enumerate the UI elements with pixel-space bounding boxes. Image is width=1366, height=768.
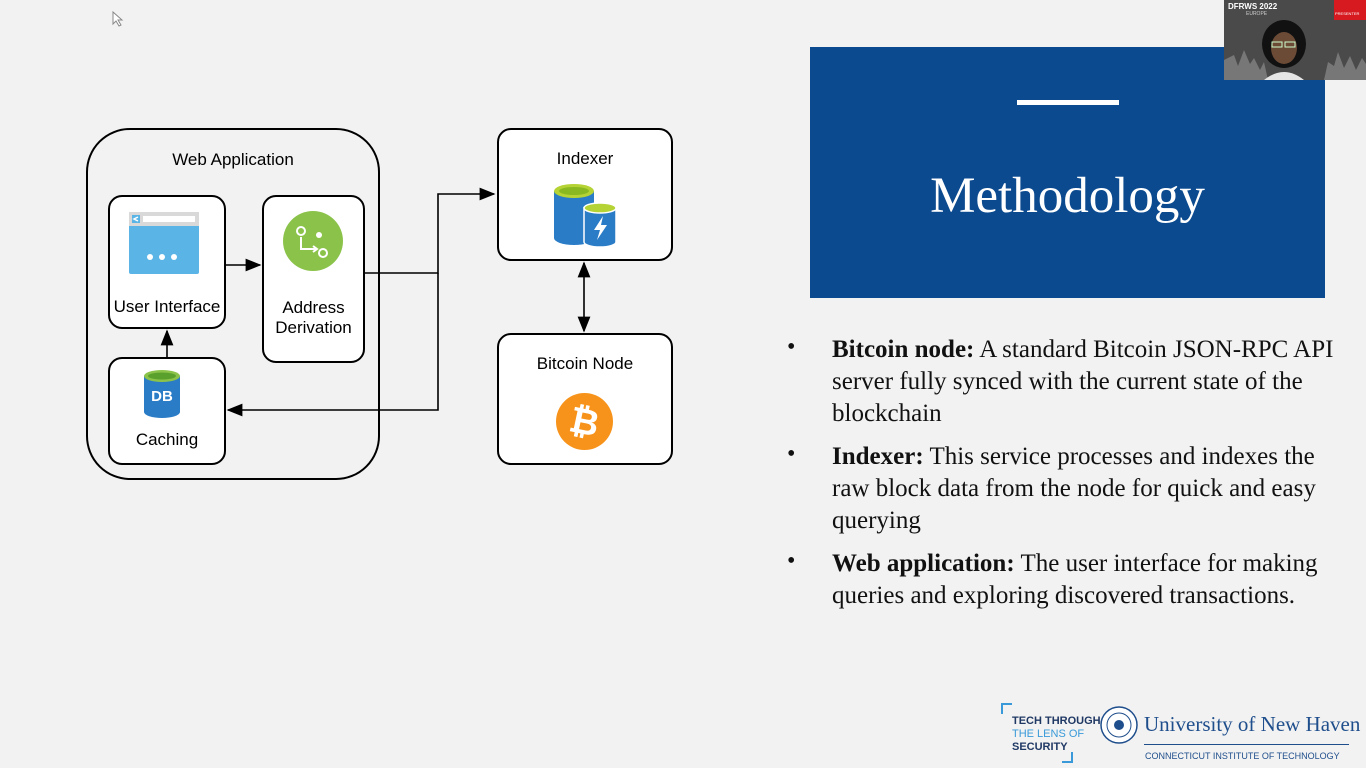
- web-application-container: [86, 128, 380, 480]
- bullet-term: Indexer:: [832, 443, 924, 470]
- footer-divider: [1144, 744, 1349, 745]
- bullet-text: This service processes and indexes the r…: [832, 443, 1316, 534]
- slide-title-panel: Methodology: [810, 47, 1325, 298]
- gear-workflow-icon: [283, 211, 343, 271]
- web-application-label: Web Application: [172, 150, 294, 169]
- user-interface-label: User Interface: [113, 297, 221, 316]
- database-icon: [144, 370, 180, 418]
- tagline-line3: SECURITY: [1012, 741, 1068, 753]
- tagline-line2: THE LENS OF: [1012, 728, 1085, 740]
- sql-database-icon: [554, 184, 616, 248]
- slide-title: Methodology: [930, 168, 1205, 224]
- pip-event-subtitle: EUROPE: [1246, 11, 1268, 17]
- university-seal-icon: [1100, 706, 1138, 744]
- footer-logos: TECH THROUGH THE LENS OF SECURITY Univer…: [1000, 702, 1360, 764]
- address-derivation-label-line2: Derivation: [275, 318, 352, 337]
- bullet-text: A standard Bitcoin JSON-RPC API server f…: [832, 336, 1334, 427]
- university-name: University of New Haven: [1144, 712, 1361, 736]
- bullet-item-web-application: Web application: The user interface for …: [832, 548, 1342, 612]
- bracket-corner-icon: [1001, 703, 1073, 763]
- tagline-line1: TECH THROUGH: [1012, 715, 1101, 727]
- bullet-text: The user interface for making queries an…: [832, 550, 1318, 609]
- db-icon-text: DB: [151, 388, 173, 405]
- bullet-marker: •: [787, 441, 796, 467]
- diagram-connectors: [160, 187, 591, 417]
- presenter-video-feed: [1224, 0, 1366, 80]
- bullet-term: Bitcoin node:: [832, 336, 975, 363]
- bullet-item-indexer: Indexer: This service processes and inde…: [832, 441, 1342, 537]
- bullet-marker: •: [787, 548, 796, 574]
- browser-window-icon: [129, 212, 199, 274]
- presenter-video-overlay: DFRWS 2022 EUROPE PRESENTER: [1224, 0, 1366, 80]
- bitcoin-node-label: Bitcoin Node: [536, 354, 634, 373]
- title-accent-bar: [1017, 100, 1119, 105]
- caching-label: Caching: [135, 430, 199, 449]
- pip-presenter-badge: PRESENTER: [1335, 11, 1360, 16]
- bullet-term: Web application:: [832, 550, 1015, 577]
- bullet-item-bitcoin-node: Bitcoin node: A standard Bitcoin JSON-RP…: [832, 334, 1342, 430]
- bitcoin-icon: ₿: [556, 393, 613, 450]
- institute-name: CONNECTICUT INSTITUTE OF TECHNOLOGY: [1145, 751, 1340, 761]
- address-derivation-label-line1: Address: [282, 298, 345, 317]
- pip-event-name: DFRWS 2022: [1228, 2, 1278, 11]
- bullet-marker: •: [787, 334, 796, 360]
- indexer-label: Indexer: [556, 149, 614, 168]
- mouse-cursor-icon: [112, 11, 124, 27]
